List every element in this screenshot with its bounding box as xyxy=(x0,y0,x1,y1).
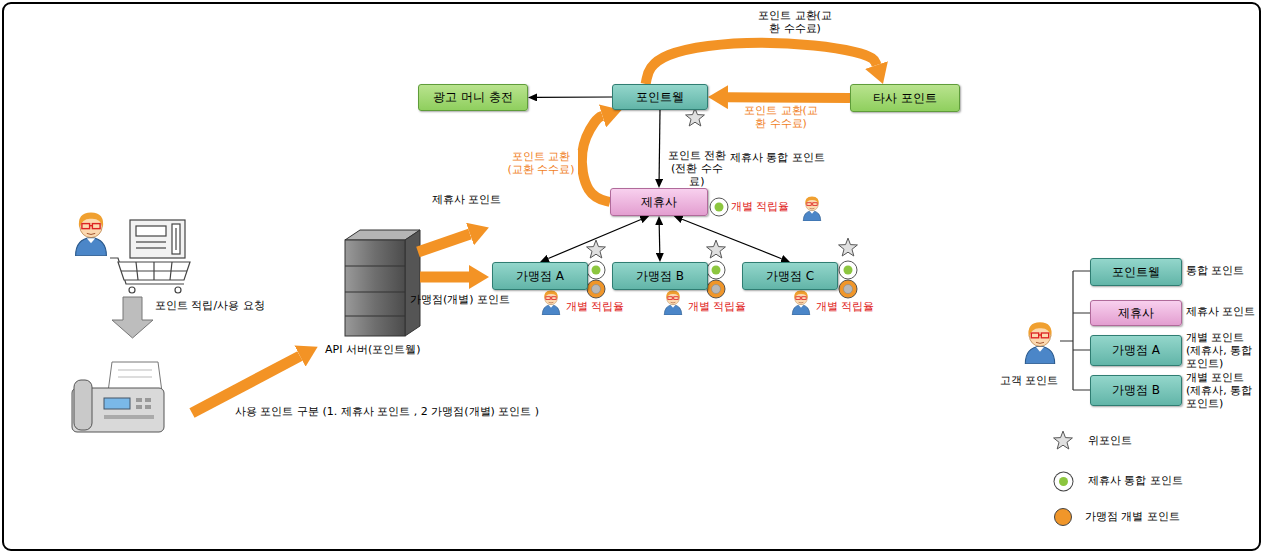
individual-point-dot xyxy=(587,280,605,298)
note-label: 사용 포인트 구분 (1. 제휴사 포인트 , 2 가맹점(개별) 포인트 ) xyxy=(235,405,539,418)
note-label: API 서버(포인트웰) xyxy=(325,343,420,356)
legend-text: 가맹점 개별 포인트 xyxy=(1085,510,1180,523)
note-label: 개별 적립율 xyxy=(731,200,790,213)
process-box: 광고 머니 충전 xyxy=(418,84,528,111)
individual-point-dot xyxy=(839,280,857,298)
server-icon xyxy=(345,230,420,336)
legend-text: 위포인트 xyxy=(1088,434,1132,447)
register-cart-icon xyxy=(110,220,190,293)
connector xyxy=(548,219,641,258)
box-text: 포인트웰 xyxy=(636,90,684,104)
legend-swatch xyxy=(1059,477,1068,486)
note-label: 개별 적립율 xyxy=(566,300,625,313)
note-label: 가맹점(개별) 포인트 xyxy=(410,293,510,306)
box-text: 광고 머니 충전 xyxy=(433,90,513,104)
flow-arrow xyxy=(420,272,469,283)
box-text: 가맹점 B xyxy=(636,269,684,283)
box-text: 가맹점 B xyxy=(1112,383,1160,397)
flow-arrow xyxy=(418,234,470,252)
process-box: 타사 포인트 xyxy=(850,84,960,112)
process-box: 포인트웰 xyxy=(612,84,708,110)
integrated-point-dot xyxy=(707,261,725,279)
integrated-point-dot xyxy=(710,198,728,216)
box-text: 가맹점 A xyxy=(1112,343,1160,357)
process-box: 포인트웰 xyxy=(1090,258,1182,286)
process-box: 제휴사 xyxy=(610,188,708,216)
connector xyxy=(537,96,612,98)
note-label: 개별 적립율 xyxy=(816,300,875,313)
connector xyxy=(682,219,782,258)
box-text: 타사 포인트 xyxy=(873,91,937,105)
customer-icon xyxy=(803,196,820,221)
box-text: 가맹점 C xyxy=(766,269,814,283)
customer-icon xyxy=(664,290,681,315)
note-label: 제휴사 통합 포인트 xyxy=(730,151,825,164)
process-box: 가맹점 A xyxy=(492,262,588,290)
process-box: 제휴사 xyxy=(1090,300,1182,326)
process-box: 가맹점 C xyxy=(742,262,838,290)
integrated-point-dot xyxy=(839,261,857,279)
legend-swatch xyxy=(1054,508,1072,526)
we-point-star xyxy=(839,238,858,256)
note-label: 고객 포인트 xyxy=(1000,374,1059,387)
note-label: 제휴사 포인트 xyxy=(432,193,502,206)
note-label: 포인트 적립/사용 요청 xyxy=(155,299,265,312)
edge-label: 포인트 교환(교환 수수료) xyxy=(504,150,578,176)
customer-icon xyxy=(76,212,107,255)
flow-arrow xyxy=(192,356,300,413)
edge-label: 포인트 전환(전환 수수료) xyxy=(664,149,730,188)
we-point-star xyxy=(587,240,606,258)
individual-point-dot xyxy=(707,280,725,298)
pos-terminal-icon xyxy=(72,362,164,432)
note-label: 개별 포인트(제휴사, 통합포인트) xyxy=(1186,331,1254,370)
down-arrow xyxy=(112,297,153,338)
box-text: 포인트웰 xyxy=(1112,265,1160,279)
we-point-star xyxy=(686,108,705,126)
connector xyxy=(659,110,661,179)
connector xyxy=(728,92,850,103)
frame xyxy=(3,3,1260,550)
customer-icon xyxy=(542,290,559,315)
note-label: 개별 적립율 xyxy=(688,300,747,313)
legend-text: 제휴사 통합 포인트 xyxy=(1088,474,1183,487)
box-text: 제휴사 xyxy=(1118,306,1154,320)
connector xyxy=(646,43,877,84)
box-text: 제휴사 xyxy=(641,195,677,209)
edge-label: 포인트 교환(교환 수수료) xyxy=(742,104,820,130)
box-text: 가맹점 A xyxy=(516,269,564,283)
bracket xyxy=(1060,271,1090,390)
note-label: 제휴사 포인트 xyxy=(1186,305,1256,318)
legend-star xyxy=(1054,431,1073,449)
edge-label: 포인트 교환(교환 수수료) xyxy=(752,9,838,35)
process-box: 가맹점 B xyxy=(612,262,708,290)
we-point-star xyxy=(707,240,726,258)
integrated-point-dot xyxy=(587,261,605,279)
process-box: 가맹점 A xyxy=(1090,335,1182,366)
customer-icon xyxy=(792,290,809,315)
process-box: 가맹점 B xyxy=(1090,375,1182,406)
customer-icon xyxy=(1025,322,1054,363)
connector xyxy=(659,225,661,253)
connector xyxy=(582,116,610,202)
note-label: 개별 포인트(제휴사, 통합포인트) xyxy=(1186,371,1254,410)
note-label: 통합 포인트 xyxy=(1186,264,1245,277)
